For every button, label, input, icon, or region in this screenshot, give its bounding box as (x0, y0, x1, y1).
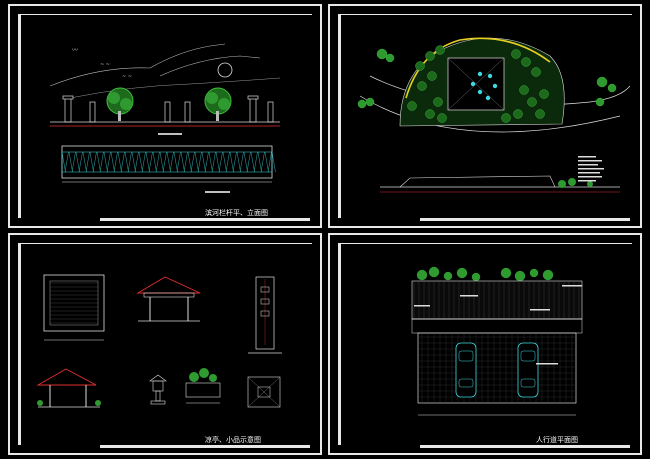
sidewalk-drawing (411, 266, 583, 416)
drawing-sheet-pavilion[interactable]: 凉亭、小品示意图 (8, 233, 322, 455)
sheet-frame (18, 243, 312, 445)
sheet-title: 凉亭、小品示意图 (205, 436, 261, 444)
sheet-frame (338, 243, 632, 445)
drawing-sheet-sidewalk[interactable]: 人行道平面图 (328, 233, 642, 455)
sheet-title: 人行道平面图 (536, 436, 578, 444)
site-plan-drawing (357, 37, 631, 193)
tree-right (204, 87, 232, 121)
title-block-line (100, 445, 310, 448)
svg-text:~ ~: ~ ~ (122, 74, 132, 80)
drawing-sheet-railing[interactable]: 〰 ~ ~ ~ ~ (8, 4, 322, 228)
svg-text:~ ~: ~ ~ (100, 62, 110, 68)
title-block-line (100, 218, 310, 221)
car-right (517, 342, 539, 398)
car-left (455, 342, 477, 398)
svg-text:〰: 〰 (72, 47, 78, 54)
title-block-line (420, 445, 630, 448)
sheet-frame (18, 14, 312, 218)
tree-left (106, 87, 134, 121)
railing-drawing: 〰 ~ ~ ~ ~ (49, 43, 281, 193)
pavilion-drawing (36, 274, 282, 408)
drawing-sheet-site-plan[interactable] (328, 4, 642, 228)
sheet-frame (338, 14, 632, 218)
sheet-title: 滨河栏杆平、立面图 (205, 209, 268, 217)
title-block-line (420, 218, 630, 221)
